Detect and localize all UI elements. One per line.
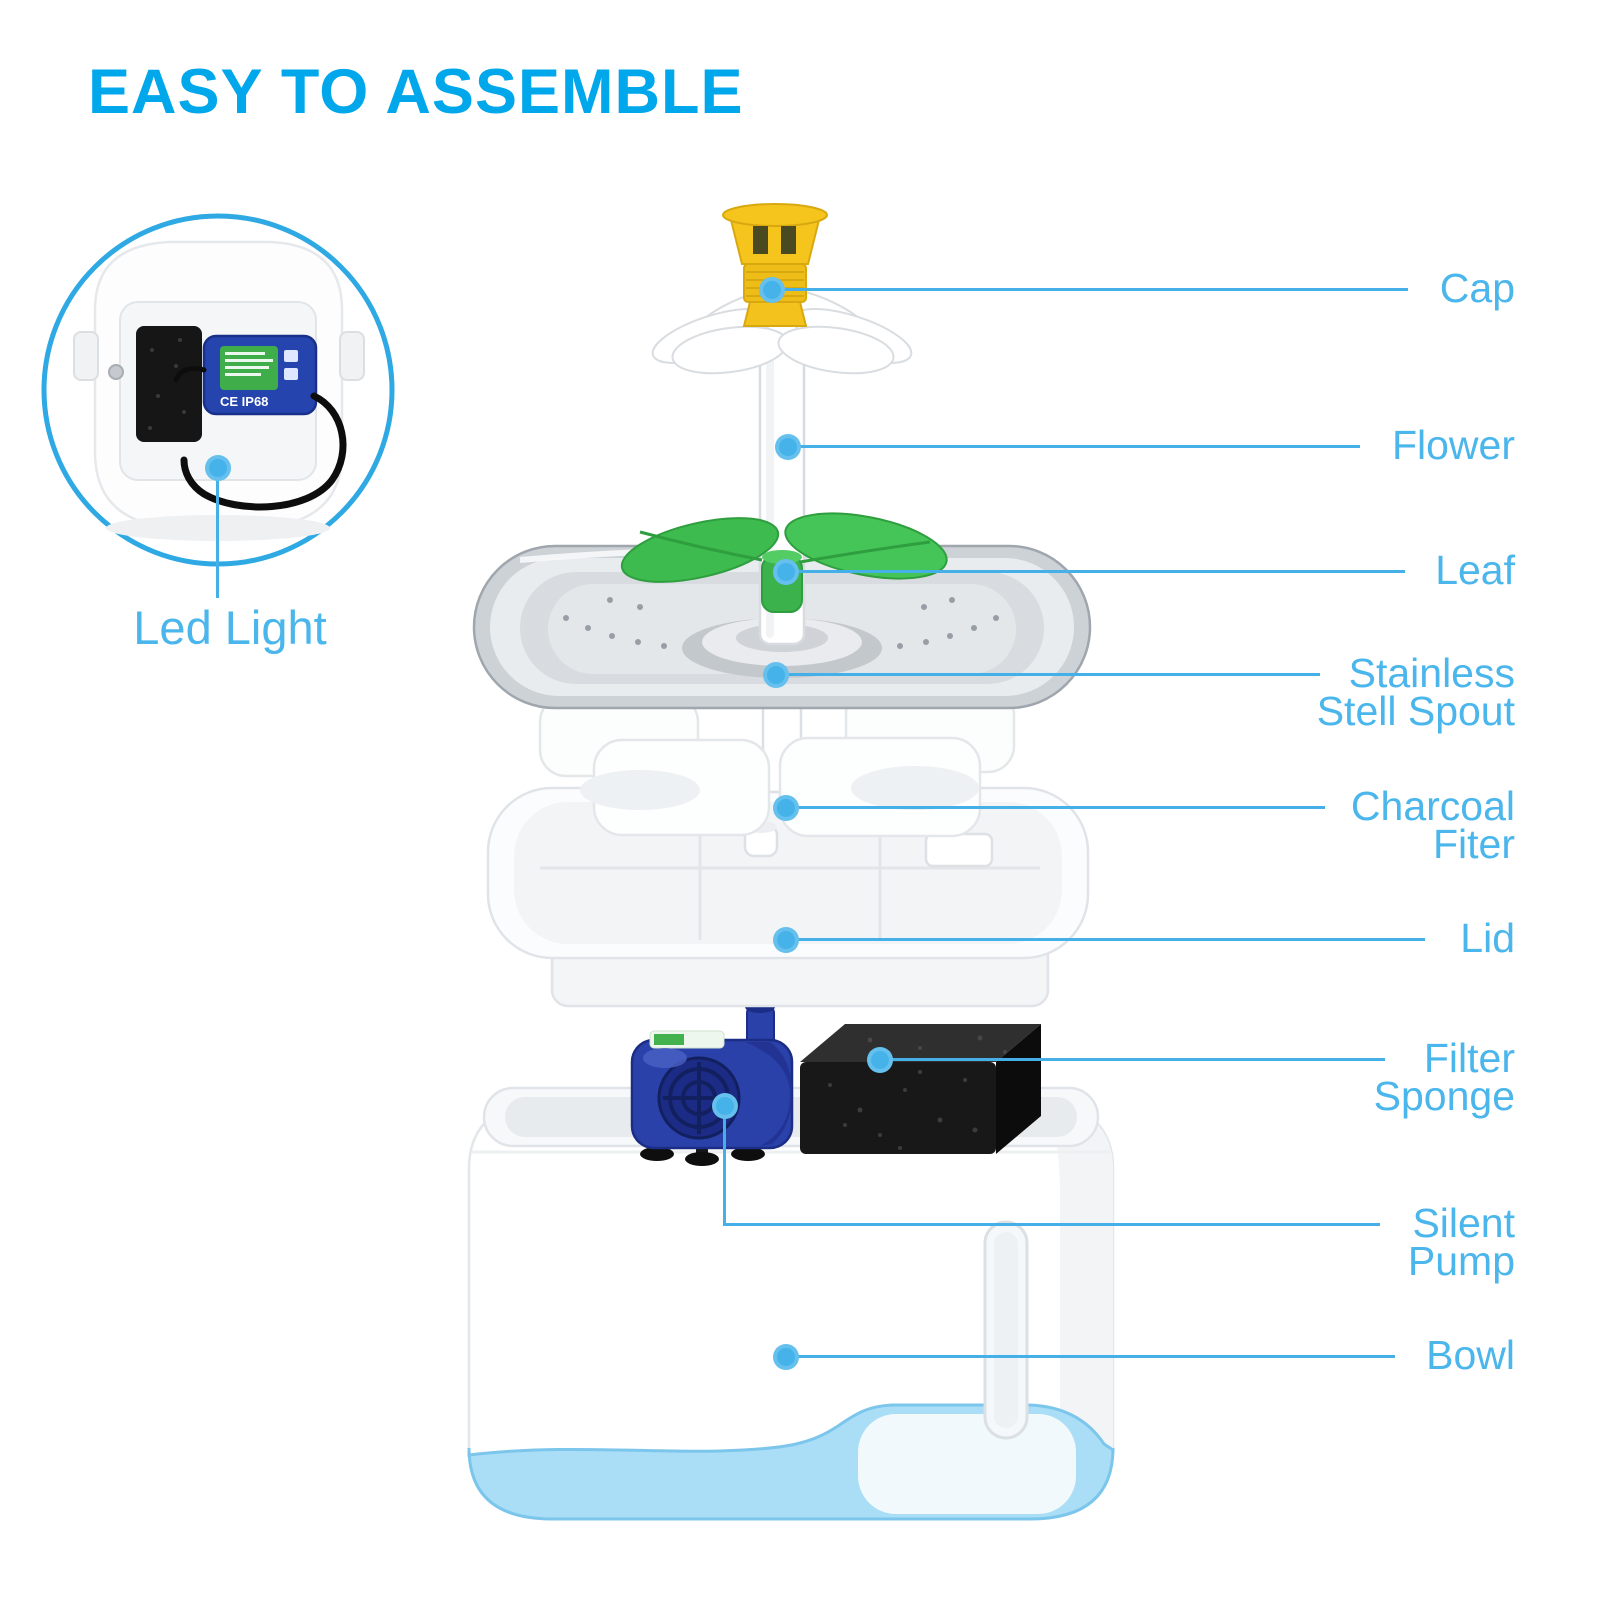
- pump-callout-line-horizontal: [723, 1223, 1380, 1226]
- spout-label-line2: Stell Spout: [1316, 688, 1515, 734]
- leaf-dot: [773, 559, 799, 585]
- cap-dot: [759, 277, 785, 303]
- charcoal-label: Charcoal Fiter: [1085, 783, 1515, 867]
- flower-label: Flower: [1391, 422, 1515, 468]
- charcoal-label-line1: Charcoal: [1350, 783, 1515, 829]
- lid-label: Lid: [1460, 915, 1515, 961]
- sponge-label: Filter Sponge: [1085, 1035, 1515, 1119]
- leaf-label: Leaf: [1435, 547, 1515, 593]
- flower-callout-line: [788, 445, 1360, 448]
- sponge-label-line1: Filter: [1423, 1035, 1515, 1081]
- spout-callout-line: [776, 673, 1320, 676]
- leaf-callout-line: [786, 570, 1405, 573]
- led-inset: CE IP68: [41, 213, 395, 567]
- pump-part: [630, 1001, 794, 1166]
- led-callout-line: [216, 470, 219, 598]
- pump-callout-line-vertical: [723, 1106, 726, 1226]
- bowl-callout-line: [786, 1355, 1395, 1358]
- bowl-label: Bowl: [1426, 1332, 1515, 1378]
- led-light-label: Led Light: [133, 601, 327, 654]
- pump-dot: [712, 1093, 738, 1119]
- lid-dot: [773, 927, 799, 953]
- charcoal-callout-line: [786, 806, 1325, 809]
- sponge-callout-line: [880, 1058, 1385, 1061]
- spout-label-line1: Stainless: [1348, 650, 1515, 696]
- pump-label-line2: Pump: [1407, 1238, 1515, 1284]
- led-dot: [205, 455, 231, 481]
- pump-label: Silent Pump: [1085, 1200, 1515, 1284]
- charcoal-label-line2: Fiter: [1433, 821, 1515, 867]
- spout-label: Stainless Stell Spout: [1085, 650, 1515, 734]
- pump-marking-text: CE IP68: [220, 394, 268, 409]
- cap-label: Cap: [1439, 265, 1515, 311]
- bowl-part: [467, 1086, 1115, 1521]
- flower-dot: [775, 434, 801, 460]
- pump-label-line1: Silent: [1412, 1200, 1515, 1246]
- sponge-part: [800, 1024, 1041, 1154]
- cap-callout-line: [772, 288, 1408, 291]
- spout-dot: [763, 662, 789, 688]
- lid-callout-line: [786, 938, 1425, 941]
- bowl-dot: [773, 1344, 799, 1370]
- charcoal-dot: [773, 795, 799, 821]
- sponge-dot: [867, 1047, 893, 1073]
- page-title: EASY TO ASSEMBLE: [88, 57, 744, 127]
- sponge-label-line2: Sponge: [1373, 1073, 1515, 1119]
